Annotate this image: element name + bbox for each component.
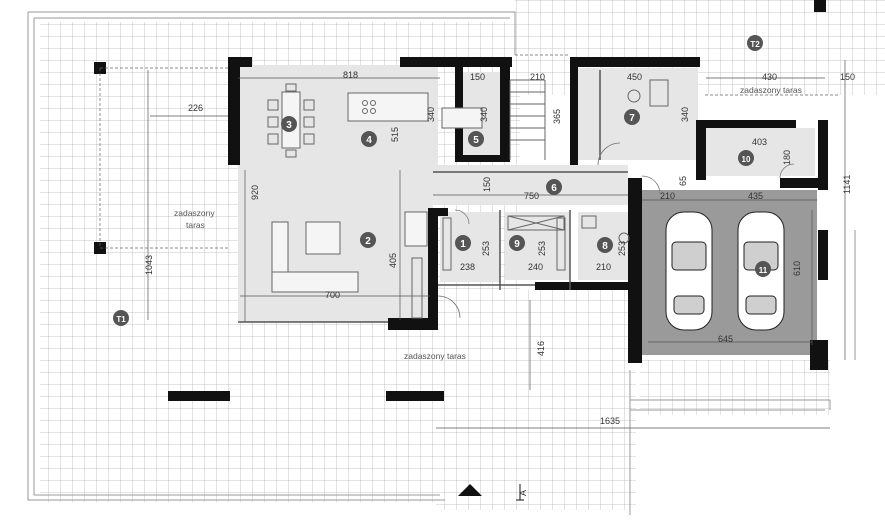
dim-610: 610 [792,261,802,276]
dim-818: 818 [343,70,358,80]
dim-180: 180 [782,150,792,165]
dim-920: 920 [250,185,260,200]
dim-210-top: 210 [530,72,545,82]
room-number-2: 2 [365,236,371,247]
bottom-terrace-label: zadaszony taras [404,351,466,361]
dim-1635: 1635 [600,416,620,426]
dim-238: 238 [460,262,475,272]
room-number-6: 6 [551,183,557,194]
left-terrace-label-line2: taras [186,220,205,230]
room-number-labels: 1 2 3 4 5 6 7 8 9 10 11 T1 T2 [116,40,767,324]
walls [94,0,828,401]
dim-435: 435 [748,191,763,201]
left-terrace-label-line1: zadaszony [174,208,215,218]
terrace-outline [27,11,856,515]
dim-150-top: 150 [470,72,485,82]
dim-645: 645 [718,334,733,344]
dim-65: 65 [678,176,688,186]
room-number-1: 1 [460,239,466,250]
terrace-t2-label: T2 [750,40,760,49]
dim-240: 240 [528,262,543,272]
dim-340-room7: 340 [680,107,690,122]
terrace-t1-label: T1 [116,315,126,324]
section-arrow-icon [458,484,482,496]
dim-1043: 1043 [144,255,154,275]
room-number-3: 3 [286,120,292,131]
dim-253-room8: 253 [617,241,627,256]
dim-210-garage: 210 [660,191,675,201]
room-number-7: 7 [629,113,635,124]
dim-340-pantry: 340 [479,107,489,122]
dim-253-room1: 253 [481,241,491,256]
section-label: A [518,490,528,496]
dim-1141: 1141 [842,175,852,194]
dim-150-right: 150 [840,72,855,82]
dim-515: 515 [390,127,400,142]
partitions [238,70,628,323]
dimension-labels: 818 150 210 450 430 150 226 340 340 365 … [144,70,855,426]
room-number-9: 9 [514,239,520,250]
dimension-lines [147,60,846,429]
section-marker: A [458,484,528,501]
dim-700: 700 [325,290,340,300]
dim-253-room9: 253 [537,241,547,256]
dim-226: 226 [188,103,203,113]
room-markers [113,35,771,326]
dim-365: 365 [552,109,562,124]
dim-430: 430 [762,72,777,82]
dim-150-hall: 150 [482,177,492,192]
dim-210-room8: 210 [596,262,611,272]
dim-405: 405 [388,253,398,268]
terrace-labels: zadaszony taras zadaszony taras zadaszon… [174,85,802,361]
dim-403: 403 [752,137,767,147]
dim-340-kitchen: 340 [426,107,436,122]
dim-450: 450 [627,72,642,82]
room-number-5: 5 [473,135,479,146]
room-number-8: 8 [602,241,608,252]
dim-750: 750 [524,191,539,201]
right-terrace-label: zadaszony taras [740,85,802,95]
door-swings [437,142,795,319]
room-number-11: 11 [759,266,768,275]
furniture [267,79,669,319]
pergola-lines [99,54,840,249]
room-number-10: 10 [742,155,751,164]
room-number-4: 4 [366,135,372,146]
car-icon [665,211,785,331]
dim-416: 416 [536,341,546,356]
